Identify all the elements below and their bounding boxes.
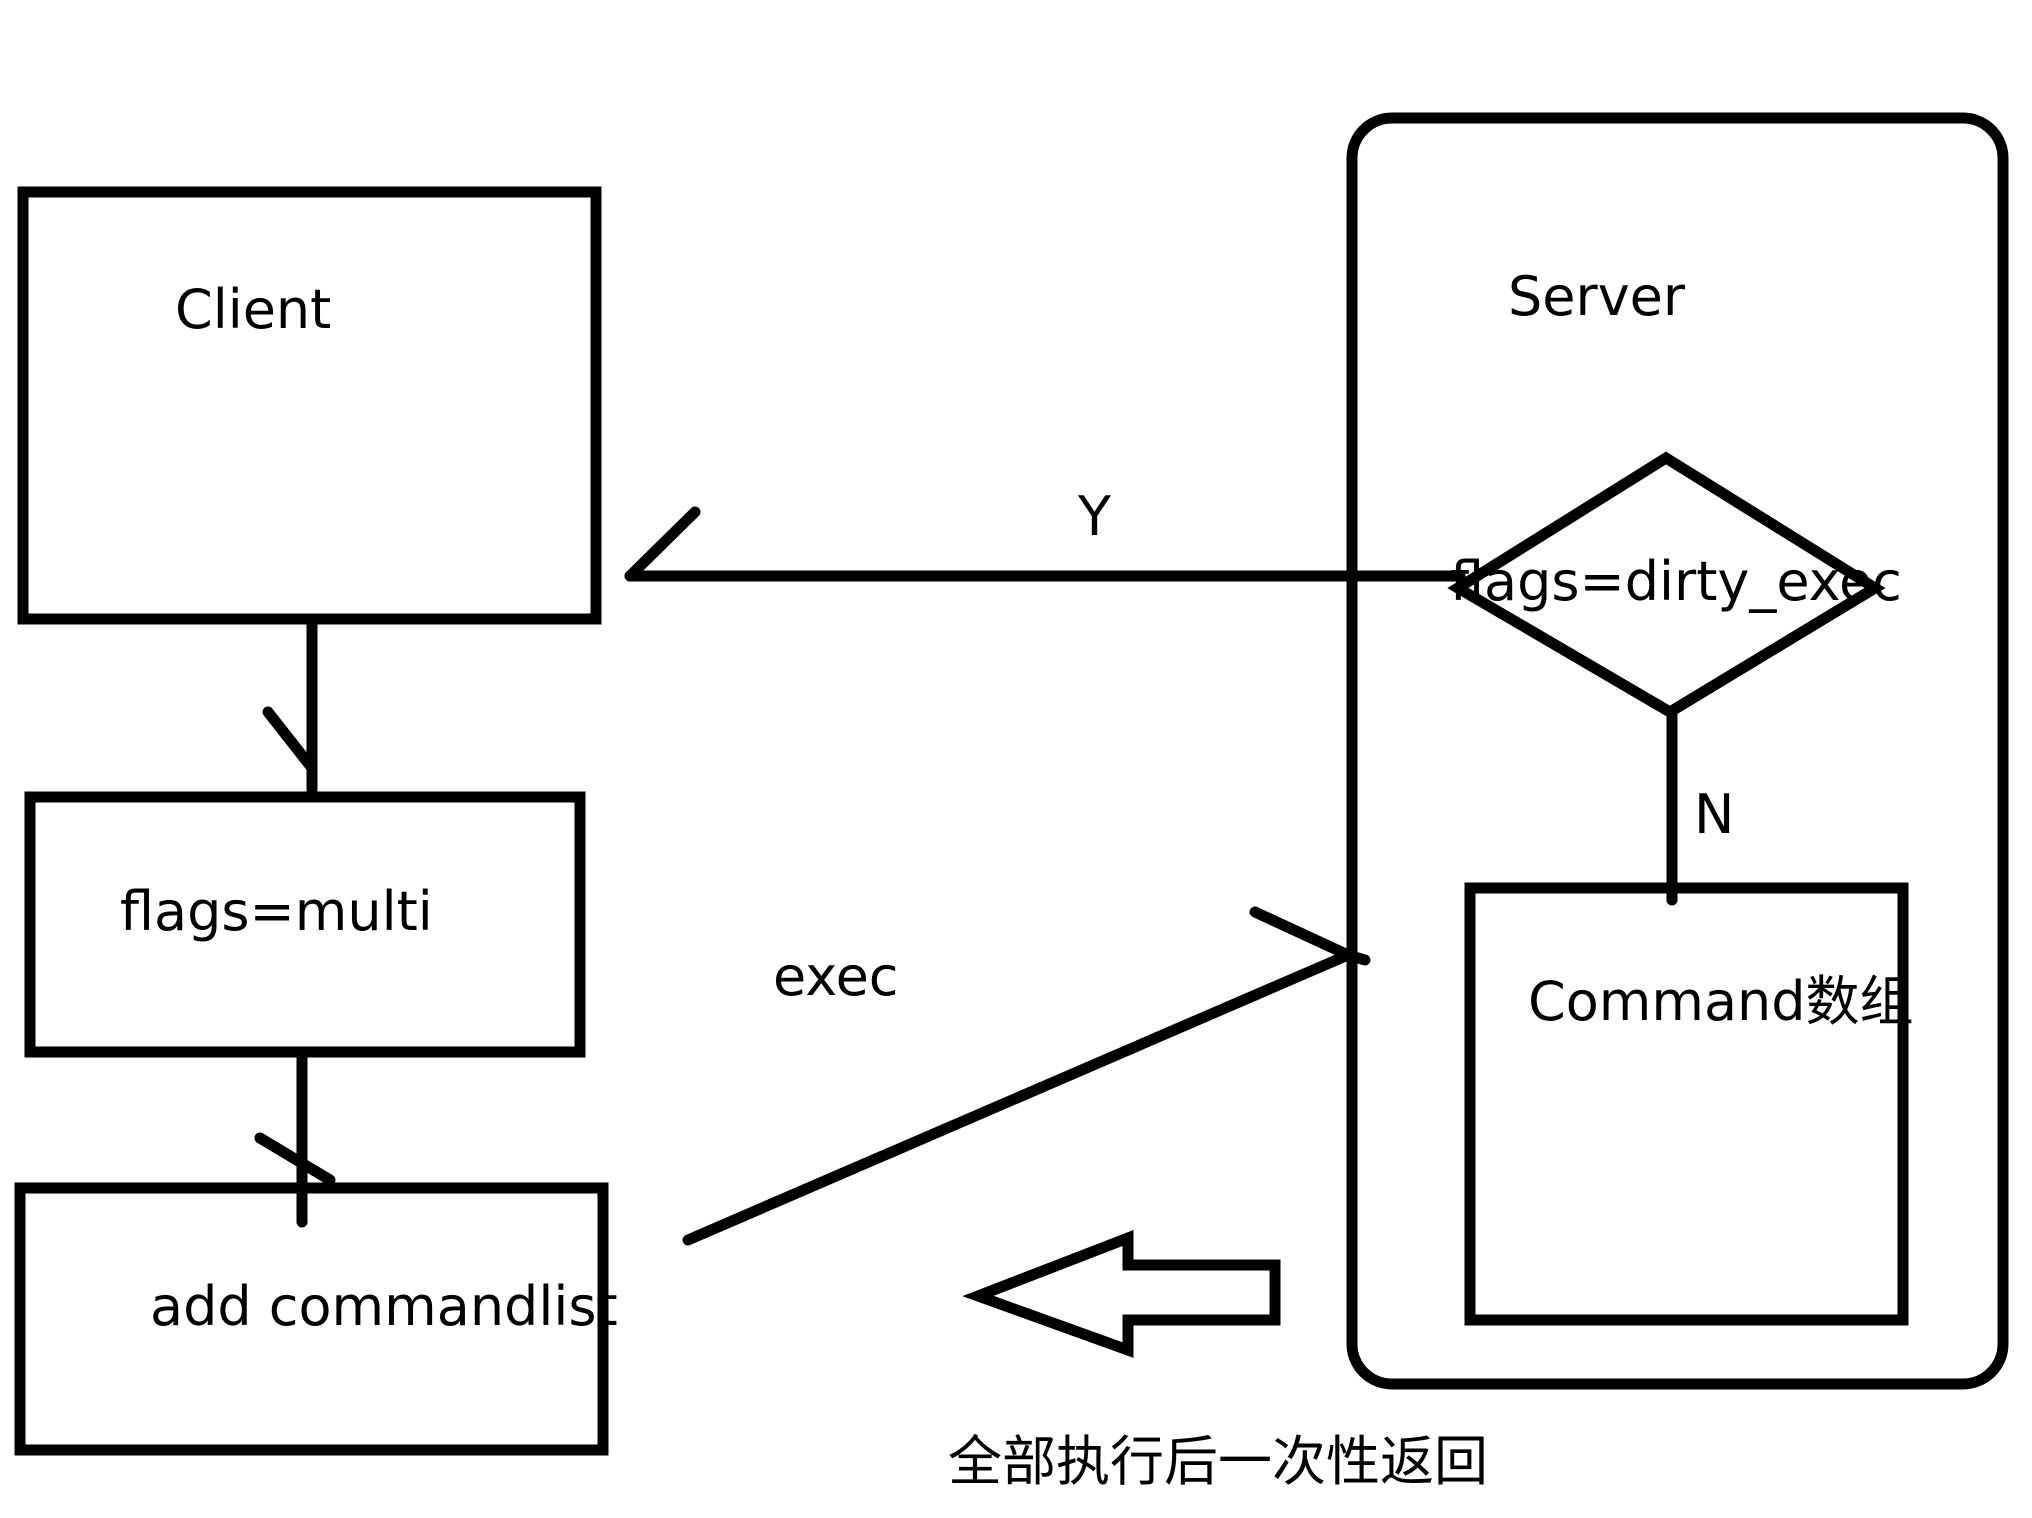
multi-box [24, 791, 586, 1058]
server-label: Server [1508, 265, 1686, 328]
command-array-box [1464, 882, 1909, 1326]
edge-no-label: N [1694, 783, 1735, 846]
edge-exec-label: exec [773, 945, 899, 1008]
decision-label: flags=dirty_exec [1450, 550, 1902, 613]
return-hollow-arrow [962, 1229, 1281, 1358]
multi-label: flags=multi [120, 880, 433, 943]
commandlist-label: add commandlist [150, 1275, 618, 1338]
return-note: 全部执行后一次性返回 [948, 1430, 1488, 1493]
edge-yes-label: Y [1078, 485, 1111, 548]
server-container [1346, 112, 2009, 1390]
command-array-label: Command数组 [1528, 970, 1914, 1033]
exec-arrowhead [1249, 906, 1371, 966]
client-to-multi-arrowhead [262, 706, 318, 774]
yes-arrowhead [624, 506, 701, 582]
multi-to-commandlist-arrowhead [254, 1132, 336, 1186]
commandlist-box [14, 1182, 609, 1456]
client-label: Client [175, 278, 332, 341]
exec-arrow-line [682, 949, 1354, 1246]
client-box [17, 186, 602, 625]
